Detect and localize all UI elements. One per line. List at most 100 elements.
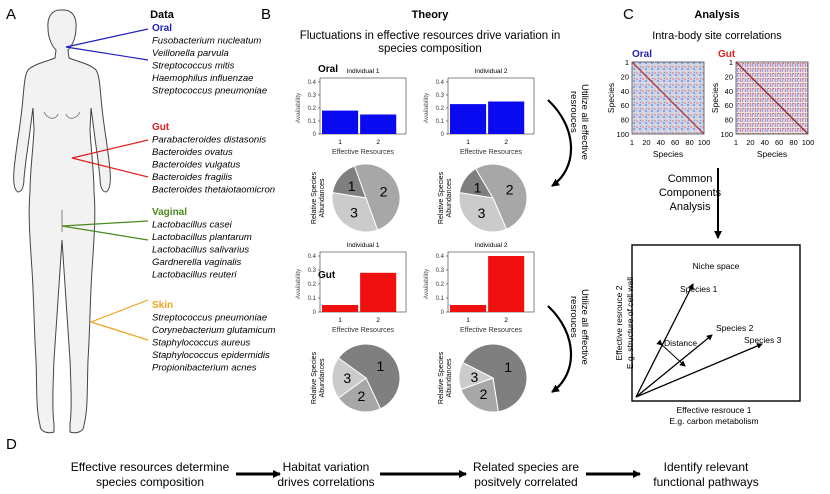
y-tick-label: 0.1	[436, 296, 445, 302]
heatmap-y-tick: 80	[725, 116, 733, 125]
x-tick-label: 2	[376, 317, 380, 324]
individual-label: Individual 2	[475, 68, 508, 75]
panel-b-title: Theory	[412, 9, 450, 21]
body-contour-lines	[43, 111, 81, 119]
x-axis-label: Effective Resources	[332, 327, 395, 334]
pie-slice	[475, 163, 528, 230]
y-axis-label: Availability	[295, 268, 302, 299]
niche-x-axis-line2: E.g. carbon metabolism	[669, 416, 758, 426]
heatmap-y-tick: 100	[616, 130, 629, 139]
pie-slice	[462, 343, 528, 413]
heatmap-y-tick: 1	[625, 58, 629, 67]
pie-label-line2: Abundances	[446, 178, 453, 217]
y-tick-label: 0.3	[436, 268, 445, 274]
y-axis-label: Availability	[423, 268, 430, 299]
gut-heatmap-ylabel: Species	[710, 83, 720, 113]
species-name: Haemophilus influenzae	[152, 73, 253, 84]
y-tick-label: 0.3	[436, 93, 445, 99]
y-tick-label: 0	[313, 132, 317, 138]
y-tick-label: 0.3	[308, 268, 317, 274]
x-axis-label: Effective Resources	[460, 327, 523, 334]
group-name-oral: Oral	[152, 23, 172, 34]
group-name-gut: Gut	[152, 122, 170, 133]
x-tick-label: 2	[504, 317, 508, 324]
pie-slice-label: 1	[474, 179, 482, 195]
heatmap-y-tick: 40	[725, 87, 733, 96]
individual-label: Individual 1	[347, 68, 380, 75]
y-tick-label: 0	[313, 310, 317, 316]
pie-label-line1: Relative Species	[438, 351, 445, 404]
y-tick-label: 0	[441, 132, 445, 138]
pie-slice	[331, 357, 367, 399]
pie-label-line1: Relative Species	[311, 171, 318, 224]
oral-heatmap-ylabel: Species	[606, 83, 616, 113]
species-2-label: Species 2	[716, 323, 754, 333]
pipeline-step-3-line1: Related species are	[473, 460, 579, 474]
y-tick-label: 0.1	[436, 119, 445, 125]
pie-slice-label: 2	[506, 182, 514, 198]
oral-arrow-text-line2: resrouces	[568, 91, 579, 133]
pie-slice-label: 2	[357, 388, 365, 404]
species-name: Bacteroides ovatus	[152, 147, 233, 158]
heatmap-x-tick: 60	[775, 138, 783, 147]
pie-slice	[353, 163, 401, 231]
panel-a-title: Data	[150, 9, 175, 21]
niche-y-axis-line1: Effective resrouce 2	[614, 285, 624, 360]
species-name: Lactobacillus casei	[152, 220, 233, 231]
species-name: Propionibacterium acnes	[152, 363, 257, 374]
species-name: Staphylococcus epidermidis	[152, 350, 270, 361]
species-name: Streptococcus pneumoniae	[152, 86, 267, 97]
species-name: Staphylococcus aureus	[152, 338, 250, 349]
bar	[360, 272, 397, 312]
pie-slice	[458, 192, 508, 233]
pie-slice-label: 3	[350, 204, 358, 220]
gut-connector-lines	[71, 139, 149, 178]
species-3-vector	[635, 343, 763, 398]
species-1-label: Species 1	[680, 284, 718, 294]
skin-connector-lines	[90, 299, 149, 341]
oral-site-label: Oral	[318, 64, 338, 75]
species-name: Bacteroides fragilis	[152, 172, 233, 183]
pie-label-line2: Abundances	[319, 358, 326, 397]
x-tick-label: 1	[466, 317, 470, 324]
gut-heatmap-label: Gut	[718, 49, 736, 60]
y-tick-label: 0.3	[308, 93, 317, 99]
oral-heatmap-label: Oral	[632, 49, 652, 60]
heatmap-x-tick: 80	[789, 138, 797, 147]
heatmap-y-tick: 100	[720, 130, 733, 139]
species-name: Lactobacillus salivarius	[152, 245, 249, 256]
y-tick-label: 0.4	[308, 254, 317, 260]
y-tick-label: 0	[441, 310, 445, 316]
y-tick-label: 0.2	[308, 282, 317, 288]
pie-slice-label: 3	[470, 369, 478, 385]
y-tick-label: 0.4	[436, 254, 445, 260]
panel-c-subtitle: Intra-body site correlations	[652, 30, 782, 42]
bar	[450, 104, 487, 134]
heatmap-x-tick: 1	[734, 138, 738, 147]
heatmap-y-tick: 60	[621, 101, 629, 110]
panel-letter-b: B	[261, 6, 271, 23]
pie-slice	[331, 192, 379, 233]
heatmap-x-tick: 80	[685, 138, 693, 147]
heatmap-x-tick: 1	[630, 138, 634, 147]
bar	[322, 110, 359, 134]
species-name: Streptococcus pneumoniae	[152, 313, 267, 324]
bar	[322, 305, 359, 312]
species-name: Bacteroides thetaiotaomicron	[152, 185, 275, 196]
niche-x-axis-line1: Effective resrouce 1	[677, 405, 752, 415]
y-tick-label: 0.1	[308, 119, 317, 125]
bar	[450, 305, 487, 312]
panel-letter-c: C	[623, 6, 634, 23]
y-tick-label: 0.2	[308, 106, 317, 112]
gut-site-label: Gut	[318, 270, 336, 281]
x-tick-label: 2	[376, 139, 380, 146]
oral-heatmap-xlabel: Species	[653, 149, 683, 159]
cca-label-line1: Common	[668, 173, 713, 185]
panel-letter-d: D	[6, 436, 17, 453]
heatmap-x-tick: 20	[746, 138, 754, 147]
